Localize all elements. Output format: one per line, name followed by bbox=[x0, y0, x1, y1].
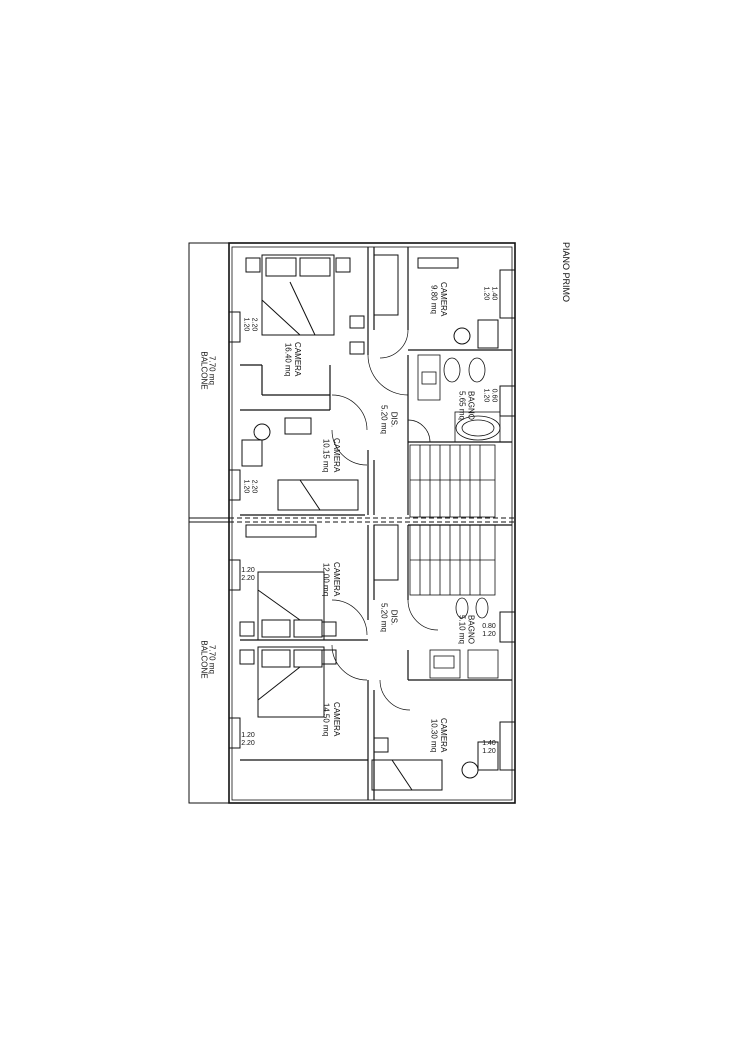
window-dim-a: 1.20 bbox=[483, 287, 490, 301]
window-dim-a: 1.20 bbox=[243, 480, 250, 494]
nightstand-camera-1640 bbox=[349, 315, 365, 329]
window-dim-b: 2.20 bbox=[251, 318, 258, 332]
interior-walls bbox=[240, 247, 512, 800]
room-area-camera-1640: 16.40 mq bbox=[284, 343, 293, 376]
staircase-top bbox=[409, 444, 496, 518]
room-area-camera-1200: 12.00 mq bbox=[322, 563, 331, 596]
bed-double-camera-1450 bbox=[239, 646, 337, 718]
wardrobe-camera-1640 bbox=[349, 341, 365, 355]
bed-single-camera-1030 bbox=[371, 737, 443, 791]
chair-camera-1015 bbox=[253, 423, 271, 441]
outer-walls bbox=[188, 242, 516, 804]
bathroom-fixtures-top bbox=[417, 354, 501, 443]
room-label-bagno-565: BAGNO bbox=[467, 391, 476, 420]
window-dim-a: 1.20 bbox=[241, 732, 255, 739]
bed-double-camera-1640 bbox=[245, 254, 351, 336]
room-label-dis-top: DIS. bbox=[390, 412, 399, 428]
window-dim-b: 1.20 bbox=[482, 748, 496, 755]
desk-camera-980 bbox=[417, 257, 459, 269]
room-label-camera-1030: CAMERA bbox=[439, 718, 448, 753]
desk-camera-1200 bbox=[245, 524, 317, 538]
room-label-camera-1015: CAMERA bbox=[332, 438, 341, 473]
window-dim-a: 1.40 bbox=[482, 740, 496, 747]
room-label-dis-bottom: DIS. bbox=[390, 610, 399, 626]
room-area-balcone-bottom: 7.70 mq bbox=[208, 645, 217, 674]
desk-camera-1030 bbox=[477, 741, 499, 771]
table-camera-1015 bbox=[284, 417, 312, 435]
room-area-camera-1030: 10.30 mq bbox=[430, 719, 439, 752]
window-dim-b: 2.20 bbox=[241, 740, 255, 747]
window-dim-a: 0.80 bbox=[482, 623, 496, 630]
window-dim-a: 1.20 bbox=[483, 389, 490, 403]
room-area-bagno-565: 5.65 mq bbox=[458, 391, 467, 420]
closet-bottom bbox=[373, 524, 399, 581]
chair-camera-980 bbox=[453, 327, 471, 345]
bed-single-camera-1015 bbox=[277, 479, 359, 511]
bathroom-fixtures-bottom bbox=[429, 597, 499, 679]
window-dim-b: 1.20 bbox=[482, 631, 496, 638]
desk-camera-980b bbox=[477, 319, 499, 349]
room-label-camera-1640: CAMERA bbox=[293, 342, 302, 377]
window-dim-a: 1.20 bbox=[243, 318, 250, 332]
window-dim-b: 1.40 bbox=[491, 287, 498, 301]
window-dim-a: 1.20 bbox=[241, 567, 255, 574]
desk-camera-1015 bbox=[241, 439, 263, 467]
room-label-bagno-510: BAGNO bbox=[467, 615, 476, 644]
room-area-dis-bottom: 5.20 mq bbox=[380, 603, 389, 632]
window-dim-b: 2.20 bbox=[241, 575, 255, 582]
room-area-camera-1015: 10.15 mq bbox=[322, 439, 331, 472]
room-area-camera-1450: 14.50 mq bbox=[322, 703, 331, 736]
room-label-camera-980: CAMERA bbox=[439, 282, 448, 317]
room-label-balcone-bottom: BALCONE bbox=[200, 640, 209, 678]
chair-camera-1030 bbox=[461, 761, 479, 779]
window-dim-b: 2.20 bbox=[251, 480, 258, 494]
room-label-balcone-top: BALCONE bbox=[200, 351, 209, 389]
closet-top bbox=[373, 254, 399, 316]
room-area-dis-top: 5.20 mq bbox=[380, 405, 389, 434]
window-dim-b: 0.60 bbox=[491, 389, 498, 403]
room-area-bagno-510: 5.10 mq bbox=[458, 615, 467, 644]
door-swings bbox=[331, 329, 439, 711]
room-area-camera-980: 9.80 mq bbox=[430, 285, 439, 314]
bed-double-camera-1200 bbox=[239, 571, 337, 641]
window-frames bbox=[228, 269, 516, 771]
room-label-camera-1200: CAMERA bbox=[332, 562, 341, 597]
room-label-camera-1450: CAMERA bbox=[332, 702, 341, 737]
staircase-bottom bbox=[409, 524, 496, 596]
floor-title: PIANO PRIMO bbox=[561, 242, 571, 302]
room-area-balcone-top: 7.70 mq bbox=[208, 356, 217, 385]
